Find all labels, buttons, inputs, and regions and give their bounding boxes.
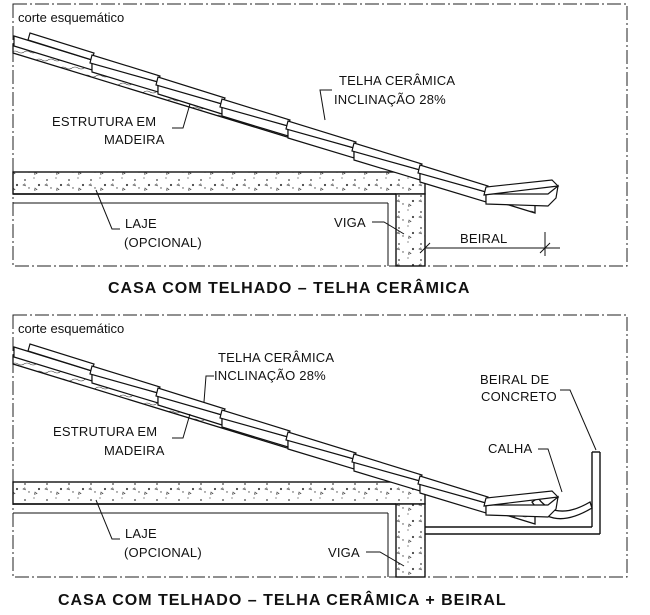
bottom-frame — [12, 314, 628, 578]
bottom-roof-leader — [203, 375, 214, 403]
top-beam-label: VIGA — [334, 215, 366, 230]
bottom-eave-label-1: BEIRAL DE — [480, 372, 549, 387]
bottom-frame-leader — [172, 413, 191, 439]
bottom-roof-label-1: TELHA CERÂMICA — [218, 350, 334, 365]
bottom-frame-label-1: ESTRUTURA EM — [53, 424, 157, 439]
top-roof-label-2: INCLINAÇÃO 28% — [334, 92, 446, 107]
bottom-slab — [12, 481, 426, 505]
bottom-gutter-label: CALHA — [488, 441, 532, 456]
bottom-beam — [13, 503, 426, 578]
top-frame-leader — [172, 103, 191, 129]
bottom-slab-label-2: (OPCIONAL) — [124, 545, 202, 560]
top-beam — [13, 193, 426, 267]
top-frame-label-1: ESTRUTURA EM — [52, 114, 156, 129]
top-frame — [12, 3, 628, 267]
bottom-slab-leader — [95, 499, 120, 540]
top-frame-label-2: MADEIRA — [104, 132, 165, 147]
bottom-beam-leader — [366, 551, 405, 567]
bottom-slab-label-1: LAJE — [125, 526, 157, 541]
top-eave-dimension — [419, 232, 560, 256]
bottom-frame-label-2: MADEIRA — [104, 443, 165, 458]
top-roof-label-1: TELHA CERÂMICA — [339, 73, 455, 88]
top-eave-label: BEIRAL — [460, 231, 507, 246]
bottom-eave-leader — [560, 389, 597, 451]
top-beam-leader — [372, 221, 405, 235]
bottom-caption: CASA COM TELHADO – TELHA CERÂMICA + BEIR… — [58, 590, 507, 609]
bottom-diagram-tag: corte esquemático — [18, 321, 124, 336]
top-slab — [12, 171, 426, 195]
bottom-gutter-leader — [538, 448, 563, 493]
bottom-roof-tiles — [13, 343, 560, 518]
bottom-eave-label-2: CONCRETO — [481, 389, 557, 404]
bottom-roof-label-2: INCLINAÇÃO 28% — [214, 368, 326, 383]
top-roof-tiles — [13, 32, 560, 207]
bottom-beam-label: VIGA — [328, 545, 360, 560]
top-slab-leader — [95, 189, 120, 230]
top-roof-leader — [319, 89, 332, 121]
bottom-section: corte esquemático — [12, 314, 628, 609]
bottom-concrete-eave — [425, 451, 601, 535]
top-section: corte esquemático — [12, 3, 628, 297]
top-slab-label-2: (OPCIONAL) — [124, 235, 202, 250]
top-caption: CASA COM TELHADO – TELHA CERÂMICA — [108, 278, 470, 297]
top-diagram-tag: corte esquemático — [18, 10, 124, 25]
top-slab-label-1: LAJE — [125, 216, 157, 231]
